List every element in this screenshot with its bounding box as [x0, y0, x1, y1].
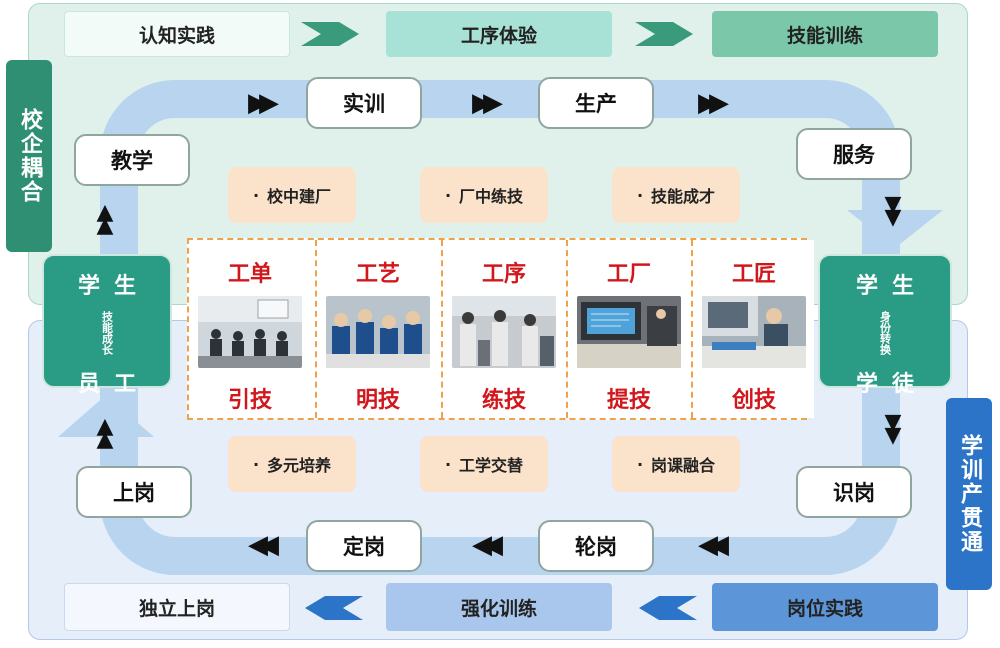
- tag-bottom-2: ·工学交替: [420, 436, 548, 492]
- direction-down-icon: ▼▼: [884, 410, 902, 448]
- node-service: 服务: [796, 128, 912, 180]
- direction-left-icon: ◀◀: [248, 530, 279, 560]
- top-stage-cognitive: 认知实践: [64, 11, 290, 57]
- role-right-middle: 身份转换: [878, 311, 892, 355]
- column-divider: [691, 240, 693, 418]
- column-factory: 工厂 提技: [569, 240, 689, 418]
- tag-top-3: ·技能成才: [612, 167, 740, 223]
- direction-right-icon: ▶▶: [472, 88, 503, 118]
- direction-up-icon: ▲▲: [96, 200, 114, 238]
- craftsman-photo: [702, 296, 806, 368]
- bottom-stage-practice: 岗位实践: [712, 583, 938, 631]
- tag-bottom-1: ·多元培养: [228, 436, 356, 492]
- top-flow-arrow-1-icon: [298, 16, 364, 52]
- tag-bottom-3: ·岗课融合: [612, 436, 740, 492]
- node-know-post: 识岗: [796, 466, 912, 518]
- side-label-school-enterprise: 校企耦合: [6, 60, 52, 252]
- role-left-middle: 技能成长: [100, 311, 114, 355]
- column-craft: 工艺 明技: [318, 240, 438, 418]
- classroom-photo: [198, 296, 302, 368]
- bottom-stage-independent: 独立上岗: [64, 583, 290, 631]
- role-right-bottom: 学徒: [855, 372, 928, 397]
- direction-right-icon: ▶▶: [248, 88, 279, 118]
- tag-top-2: ·厂中练技: [420, 167, 548, 223]
- role-box-student-apprentice: 学生 身份转换 学徒: [818, 254, 952, 397]
- loop-arrow-up-icon: [58, 395, 154, 437]
- lab-training-photo: [452, 296, 556, 368]
- node-production: 生产: [538, 77, 654, 129]
- direction-left-icon: ◀◀: [698, 530, 729, 560]
- column-divider: [441, 240, 443, 418]
- column-craftsman: 工匠 创技: [694, 240, 814, 418]
- column-divider: [566, 240, 568, 418]
- direction-right-icon: ▶▶: [698, 88, 729, 118]
- bottom-stage-intensive: 强化训练: [386, 583, 612, 631]
- bottom-flow-arrow-2-icon: [634, 590, 700, 626]
- role-left-top: 学生: [77, 274, 150, 299]
- node-training: 实训: [306, 77, 422, 129]
- column-divider: [315, 240, 317, 418]
- printing-press-photo: [577, 296, 681, 368]
- direction-up-icon: ▲▲: [96, 414, 114, 452]
- loop-arrow-down-icon: [847, 210, 943, 248]
- role-box-student-employee: 学生 技能成长 员工: [42, 254, 172, 397]
- node-teaching: 教学: [74, 134, 190, 186]
- role-left-bottom: 员工: [77, 372, 150, 397]
- top-stage-process: 工序体验: [386, 11, 612, 57]
- top-flow-arrow-2-icon: [632, 16, 698, 52]
- column-work-order: 工单 引技: [190, 240, 310, 418]
- node-rotate-post: 轮岗: [538, 520, 654, 572]
- node-fix-post: 定岗: [306, 520, 422, 572]
- workshop-group-photo: [326, 296, 430, 368]
- role-right-top: 学生: [855, 274, 928, 299]
- direction-down-icon: ▼▼: [884, 192, 902, 230]
- node-on-post: 上岗: [76, 466, 192, 518]
- tag-top-1: ·校中建厂: [228, 167, 356, 223]
- bottom-flow-arrow-1-icon: [300, 590, 366, 626]
- top-stage-skill: 技能训练: [712, 11, 938, 57]
- side-label-learning-production: 学训产贯通: [946, 398, 992, 590]
- column-process: 工序 练技: [444, 240, 564, 418]
- direction-left-icon: ◀◀: [472, 530, 503, 560]
